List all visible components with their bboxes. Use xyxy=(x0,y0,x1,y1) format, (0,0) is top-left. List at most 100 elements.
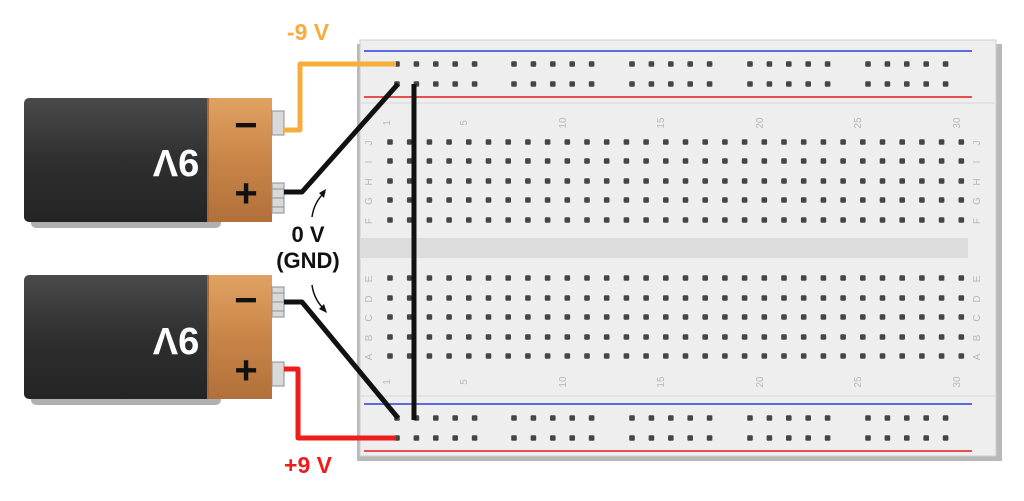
row-letter-right-B: B xyxy=(972,334,983,341)
hole-rail xyxy=(706,435,713,441)
hole-main xyxy=(722,275,728,281)
hole-main xyxy=(466,197,472,203)
hole-main xyxy=(820,295,827,301)
hole-main xyxy=(623,178,630,184)
row-letter-left-B: B xyxy=(364,334,375,341)
hole-main xyxy=(958,295,965,301)
hole-rail xyxy=(452,435,458,441)
hole-main xyxy=(781,178,787,184)
hole-rail xyxy=(687,415,693,421)
hole-rail xyxy=(786,415,792,421)
hole-main xyxy=(564,275,571,281)
battery-bottom-label: 9V xyxy=(152,319,199,361)
hole-main xyxy=(623,197,630,203)
hole-main xyxy=(466,334,472,340)
hole-main xyxy=(643,178,649,184)
hole-rail xyxy=(865,435,871,441)
hole-main xyxy=(860,178,866,184)
hole-main xyxy=(860,334,866,340)
hole-main xyxy=(820,334,827,340)
gnd-arrow-down-head xyxy=(319,304,327,313)
hole-main xyxy=(722,197,728,203)
hole-main xyxy=(603,158,610,164)
hole-main xyxy=(860,217,866,223)
hole-main xyxy=(919,197,925,203)
hole-main xyxy=(899,334,905,340)
hole-main xyxy=(860,275,866,281)
hole-rail xyxy=(668,435,674,441)
hole-main xyxy=(505,178,511,184)
battery-top-pos-symbol: + xyxy=(234,172,257,216)
hole-main xyxy=(919,275,925,281)
hole-main xyxy=(387,197,393,203)
hole-rail xyxy=(413,61,420,67)
hole-main xyxy=(919,178,925,184)
hole-rail xyxy=(569,61,575,67)
hole-main xyxy=(820,197,827,203)
row-letter-left-E: E xyxy=(364,275,375,282)
hole-main xyxy=(426,217,433,223)
hole-rail xyxy=(530,81,537,87)
hole-main xyxy=(938,314,945,320)
hole-main xyxy=(938,178,945,184)
hole-main xyxy=(800,197,807,203)
row-letter-left-H: H xyxy=(364,178,375,185)
hole-main xyxy=(426,139,433,145)
hole-main xyxy=(446,178,452,184)
hole-main xyxy=(387,217,393,223)
hole-main xyxy=(761,139,768,145)
hole-rail xyxy=(923,81,929,87)
col-num-bottom-5: 5 xyxy=(459,379,470,385)
hole-main xyxy=(682,275,689,281)
col-num-top-20: 20 xyxy=(755,117,766,129)
hole-main xyxy=(623,158,630,164)
hole-rail xyxy=(413,435,420,441)
hole-main xyxy=(899,295,905,301)
col-num-top-25: 25 xyxy=(853,117,864,129)
hole-main xyxy=(426,334,433,340)
hole-main xyxy=(544,275,551,281)
hole-main xyxy=(938,295,945,301)
hole-rail xyxy=(511,81,517,87)
col-num-bottom-1: 1 xyxy=(382,379,393,385)
hole-rail xyxy=(588,435,595,441)
hole-main xyxy=(446,197,452,203)
hole-main xyxy=(663,334,669,340)
hole-main xyxy=(741,314,748,320)
hole-main xyxy=(584,275,590,281)
row-letter-left-A: A xyxy=(364,353,375,360)
row-letter-right-H: H xyxy=(972,178,983,185)
hole-main xyxy=(899,158,905,164)
hole-rail xyxy=(766,81,773,87)
hole-main xyxy=(584,295,590,301)
hole-rail xyxy=(471,81,478,87)
hole-main xyxy=(525,197,531,203)
hole-main xyxy=(544,197,551,203)
hole-main xyxy=(761,295,768,301)
hole-rail xyxy=(786,435,792,441)
hole-main xyxy=(840,314,846,320)
neg-voltage-label: -9 V xyxy=(287,19,330,45)
hole-main xyxy=(879,295,886,301)
hole-main xyxy=(485,275,492,281)
hole-rail xyxy=(805,81,811,87)
hole-main xyxy=(466,139,472,145)
col-num-top-10: 10 xyxy=(558,117,569,129)
hole-rail xyxy=(588,415,595,421)
hole-main xyxy=(406,353,413,359)
hole-main xyxy=(938,197,945,203)
row-letter-right-F: F xyxy=(972,218,983,224)
battery-top-label: 9V xyxy=(152,141,199,183)
battery-bottom-pos-terminal xyxy=(271,361,285,387)
breadboard-labels: 1 5 10 15 20 25 30 1 5 10 15 20 25 30 J … xyxy=(364,117,983,388)
hole-main xyxy=(663,197,669,203)
hole-rail xyxy=(923,435,929,441)
hole-main xyxy=(525,334,531,340)
hole-rail xyxy=(433,81,439,87)
hole-rail xyxy=(942,435,949,441)
hole-main xyxy=(663,275,669,281)
hole-main xyxy=(958,334,965,340)
hole-main xyxy=(938,217,945,223)
hole-main xyxy=(406,295,413,301)
